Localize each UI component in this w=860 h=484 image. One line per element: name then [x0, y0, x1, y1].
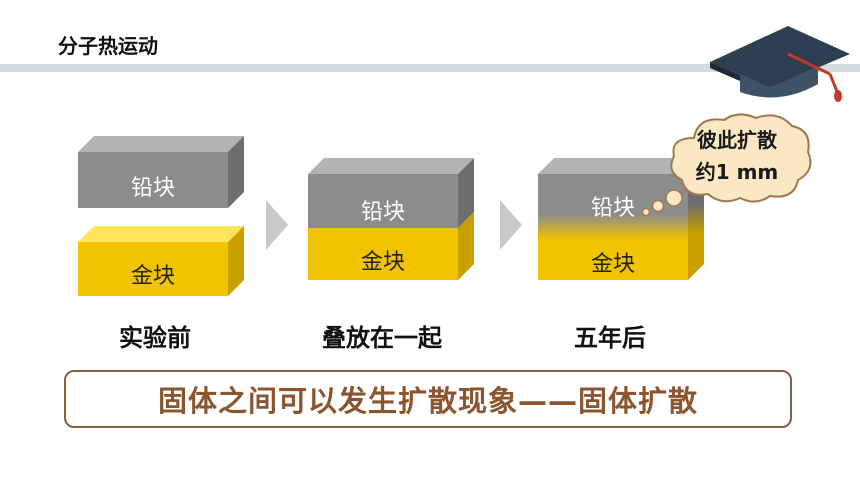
stage-label-3: 五年后: [574, 324, 646, 352]
graduation-cap-icon: [710, 26, 850, 102]
summary-text: 固体之间可以发生扩散现象——固体扩散: [157, 384, 698, 418]
chevron-right-icon: [266, 200, 288, 250]
chevron-right-icon: [500, 200, 522, 250]
stage-label-1: 实验前: [119, 324, 191, 352]
page-title: 分子热运动: [58, 34, 158, 58]
diffused-block-3: [538, 158, 704, 280]
gold-label-2: 金块: [360, 250, 405, 275]
gold-label-1: 金块: [130, 264, 175, 289]
thought-dots: [641, 189, 683, 217]
stage-label-2: 叠放在一起: [322, 324, 442, 352]
summary-box: 固体之间可以发生扩散现象——固体扩散: [64, 370, 792, 428]
bubble-line-1: 彼此扩散: [697, 128, 777, 152]
bubble-line-2: 约1 mm: [695, 160, 779, 184]
lead-label-1: 铅块: [130, 176, 175, 201]
gold-label-3: 金块: [590, 252, 635, 277]
lead-label-2: 铅块: [360, 200, 405, 225]
lead-block-1: [78, 136, 244, 208]
header-divider: [0, 64, 860, 72]
thought-bubble: [670, 113, 812, 203]
gold-block-1: [78, 226, 244, 296]
stacked-block-2: [308, 158, 474, 280]
bubble-text: 彼此扩散 约1 mm: [672, 124, 802, 188]
lead-label-3: 铅块: [590, 196, 635, 221]
